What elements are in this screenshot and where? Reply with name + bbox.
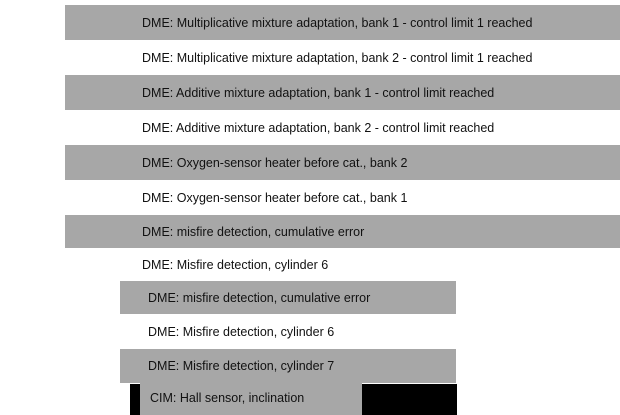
fault-row[interactable]: DME: Additive mixture adaptation, bank 1…	[65, 75, 620, 110]
fault-text: DME: Misfire detection, cylinder 6	[148, 324, 335, 339]
fault-text: DME: Multiplicative mixture adaptation, …	[142, 50, 533, 65]
fault-text: DME: Oxygen-sensor heater before cat., b…	[142, 190, 408, 205]
fault-row[interactable]: DME: Oxygen-sensor heater before cat., b…	[65, 145, 620, 180]
fault-row[interactable]: CIM: Hall sensor, inclination	[140, 381, 362, 415]
fault-text: DME: Misfire detection, cylinder 7	[148, 359, 335, 373]
fault-row[interactable]: DME: Misfire detection, cylinder 6	[65, 248, 620, 281]
fault-row[interactable]: DME: Multiplicative mixture adaptation, …	[65, 5, 620, 40]
fault-row[interactable]: DME: Misfire detection, cylinder 7	[120, 349, 456, 383]
fault-text: DME: misfire detection, cumulative error	[142, 224, 365, 239]
fault-text: DME: Additive mixture adaptation, bank 2…	[142, 120, 495, 135]
fault-text: CIM: Hall sensor, inclination	[150, 391, 305, 405]
fault-row[interactable]: DME: Multiplicative mixture adaptation, …	[65, 40, 620, 75]
fault-row[interactable]: DME: misfire detection, cumulative error	[120, 281, 456, 314]
fault-row[interactable]: DME: misfire detection, cumulative error	[65, 215, 620, 248]
fault-text: DME: Oxygen-sensor heater before cat., b…	[142, 155, 408, 170]
fault-row[interactable]: DME: Misfire detection, cylinder 6	[120, 314, 456, 349]
fault-row[interactable]: DME: Oxygen-sensor heater before cat., b…	[65, 180, 620, 215]
fault-text: DME: Multiplicative mixture adaptation, …	[142, 15, 533, 30]
fault-text: DME: misfire detection, cumulative error	[148, 290, 371, 305]
fault-text: DME: Additive mixture adaptation, bank 1…	[142, 85, 495, 100]
fault-row[interactable]: DME: Additive mixture adaptation, bank 2…	[65, 110, 620, 145]
fault-text: DME: Misfire detection, cylinder 6	[142, 257, 329, 272]
